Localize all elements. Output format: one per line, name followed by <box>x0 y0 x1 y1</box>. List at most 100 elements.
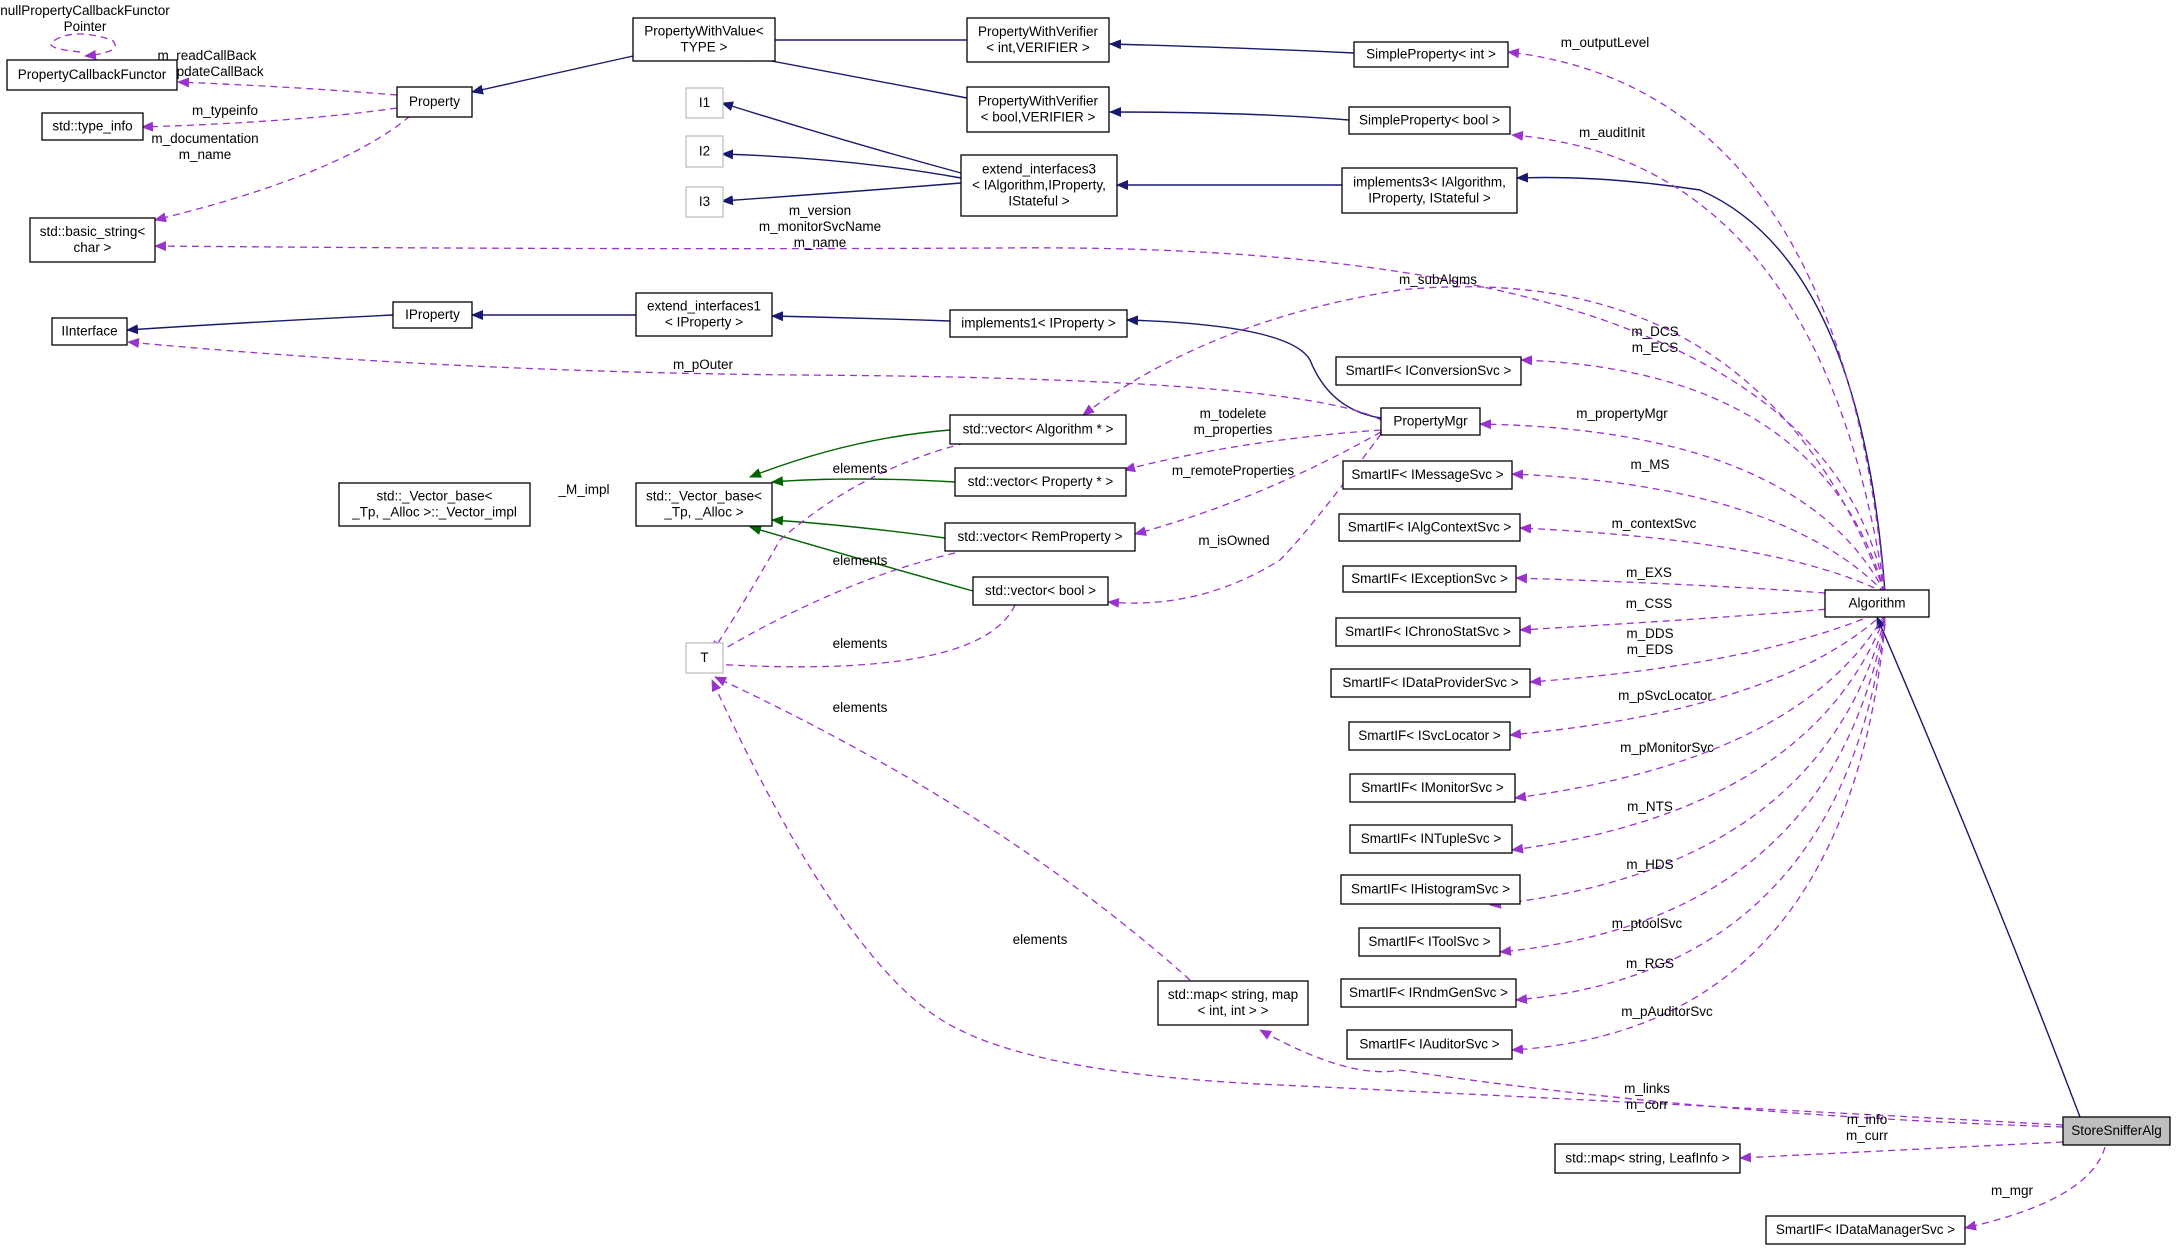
edge-label: m_readCallBack <box>157 48 256 63</box>
edge-exs <box>1515 573 1886 599</box>
node-box <box>1765 1215 1966 1245</box>
node-mapLeaf[interactable]: std::map< string, LeafInfo > <box>1554 1143 1741 1174</box>
edge-label: m_outputLevel <box>1561 35 1650 50</box>
node-impl3[interactable]: implements3< IAlgorithm,IProperty, IStat… <box>1341 167 1518 214</box>
edge-label: m_EXS <box>1626 565 1672 580</box>
node-spBool[interactable]: SimpleProperty< bool > <box>1348 106 1511 135</box>
node-box <box>338 482 531 527</box>
edge-label: m_monitorSvcName <box>759 219 881 234</box>
node-box <box>1349 773 1516 803</box>
edge-hds <box>1489 617 1886 909</box>
edge-monitorsvc <box>1514 613 1886 802</box>
node-vecRem[interactable]: std::vector< RemProperty > <box>944 522 1136 552</box>
node-ext1[interactable]: extend_interfaces1< IProperty > <box>635 292 773 337</box>
node-sConv[interactable]: SmartIF< IConversionSvc > <box>1335 356 1522 386</box>
node-box <box>972 576 1109 606</box>
node-label: SmartIF< IMessageSvc > <box>1351 467 1503 482</box>
node-box <box>960 154 1118 217</box>
node-pwvInt[interactable]: PropertyWithVerifier< int,VERIFIER > <box>966 17 1110 63</box>
node-box <box>966 86 1110 133</box>
node-label: I1 <box>699 95 710 110</box>
node-typeinfo[interactable]: std::type_info <box>41 112 144 141</box>
node-sTool[interactable]: SmartIF< IToolSvc > <box>1358 927 1501 957</box>
node-box <box>949 414 1127 445</box>
node-sMon[interactable]: SmartIF< IMonitorSvc > <box>1349 773 1516 803</box>
edge-labels-layer: m_readCallBackm_updateCallBackm_typeinfo… <box>150 35 2033 1198</box>
node-label: implements1< IProperty > <box>961 316 1116 331</box>
node-iproperty[interactable]: IProperty <box>392 301 473 329</box>
node-box <box>1340 978 1517 1008</box>
node-property[interactable]: Property <box>396 86 473 118</box>
node-label: SmartIF< IAuditorSvc > <box>1359 1037 1499 1052</box>
node-mapStr[interactable]: std::map< string, map< int, int > > <box>1157 980 1309 1026</box>
edge-algorithm-impl3 <box>1516 172 1886 593</box>
node-sMsg[interactable]: SmartIF< IMessageSvc > <box>1342 460 1513 490</box>
node-pwvBool[interactable]: PropertyWithVerifier< bool,VERIFIER > <box>966 86 1110 133</box>
node-sChr[interactable]: SmartIF< IChronoStatSvc > <box>1335 617 1521 647</box>
node-impl1[interactable]: implements1< IProperty > <box>949 309 1128 338</box>
node-box <box>1342 565 1517 593</box>
node-label: T <box>700 650 708 665</box>
node-sRnd[interactable]: SmartIF< IRndmGenSvc > <box>1340 978 1517 1008</box>
node-box <box>1349 824 1513 854</box>
node-sDM[interactable]: SmartIF< IDataManagerSvc > <box>1765 1215 1966 1245</box>
node-sDP[interactable]: SmartIF< IDataProviderSvc > <box>1330 668 1531 698</box>
node-storeSniffer[interactable]: StoreSnifferAlg <box>2062 1116 2171 1146</box>
node-label: SmartIF< ISvcLocator > <box>1358 728 1501 743</box>
node-box <box>392 301 473 329</box>
node-ext3[interactable]: extend_interfaces3< IAlgorithm,IProperty… <box>960 154 1118 217</box>
node-box <box>396 86 473 118</box>
node-vecBase[interactable]: std::_Vector_base<_Tp, _Alloc > <box>635 482 773 527</box>
node-label: SmartIF< IToolSvc > <box>1368 934 1490 949</box>
node-basicstr[interactable]: std::basic_string<char > <box>29 217 156 263</box>
node-algorithm[interactable]: Algorithm <box>1824 589 1930 618</box>
edge-vecprop-vecbase <box>771 476 956 487</box>
node-box <box>1348 721 1511 751</box>
node-label: < bool,VERIFIER > <box>981 110 1096 125</box>
node-i3[interactable]: I3 <box>685 186 724 218</box>
node-vecProp[interactable]: std::vector< Property * > <box>954 467 1127 497</box>
node-sCtx[interactable]: SmartIF< IAlgContextSvc > <box>1338 513 1521 542</box>
node-box <box>685 186 724 218</box>
node-i2[interactable]: I2 <box>685 135 724 168</box>
edge-spint-pwvint <box>1109 39 1355 54</box>
node-box <box>1824 589 1930 618</box>
node-vecAlg[interactable]: std::vector< Algorithm * > <box>949 414 1127 445</box>
node-label: SimpleProperty< bool > <box>1359 113 1500 128</box>
node-sSvcLoc[interactable]: SmartIF< ISvcLocator > <box>1348 721 1511 751</box>
edge-label: m_DCS <box>1631 324 1678 339</box>
node-sExc[interactable]: SmartIF< IExceptionSvc > <box>1342 565 1517 593</box>
node-spInt[interactable]: SimpleProperty< int > <box>1353 41 1509 68</box>
node-label: SmartIF< IExceptionSvc > <box>1351 571 1508 586</box>
node-T[interactable]: T <box>685 642 724 674</box>
node-propMgr[interactable]: PropertyMgr <box>1380 407 1481 436</box>
node-pwv[interactable]: PropertyWithValue<TYPE > <box>632 17 776 62</box>
edge-label: m_name <box>794 235 847 250</box>
node-label: SmartIF< IRndmGenSvc > <box>1349 985 1508 1000</box>
node-sAud[interactable]: SmartIF< IAuditorSvc > <box>1346 1029 1513 1060</box>
edge-elements-vecalg <box>711 442 966 653</box>
node-i1[interactable]: I1 <box>685 87 724 119</box>
node-vecImpl[interactable]: std::_Vector_base<_Tp, _Alloc >::_Vector… <box>338 482 531 527</box>
node-sNT[interactable]: SmartIF< INTupleSvc > <box>1349 824 1513 854</box>
node-label: Algorithm <box>1848 596 1905 611</box>
edge-label: m_DDS <box>1626 626 1673 641</box>
node-sHist[interactable]: SmartIF< IHistogramSvc > <box>1340 874 1521 905</box>
node-pcf[interactable]: PropertyCallbackFunctor <box>6 59 178 91</box>
node-vecBool[interactable]: std::vector< bool > <box>972 576 1109 606</box>
node-box <box>966 17 1110 63</box>
node-iinterface[interactable]: IInterface <box>51 317 128 346</box>
edge-css <box>1519 603 1886 635</box>
edge-vecbool-vecbase <box>749 525 974 592</box>
edge-label: m_CSS <box>1626 596 1673 611</box>
edge-contextsvc <box>1519 523 1886 594</box>
node-label: std::map< string, map <box>1168 987 1298 1002</box>
node-box <box>1335 617 1521 647</box>
node-box <box>1340 874 1521 905</box>
node-box <box>954 467 1127 497</box>
node-label: std::_Vector_base< <box>377 489 493 504</box>
edge-label: elements <box>833 553 888 568</box>
edge-ext3-i1 <box>721 101 962 174</box>
node-box <box>1346 1029 1513 1060</box>
